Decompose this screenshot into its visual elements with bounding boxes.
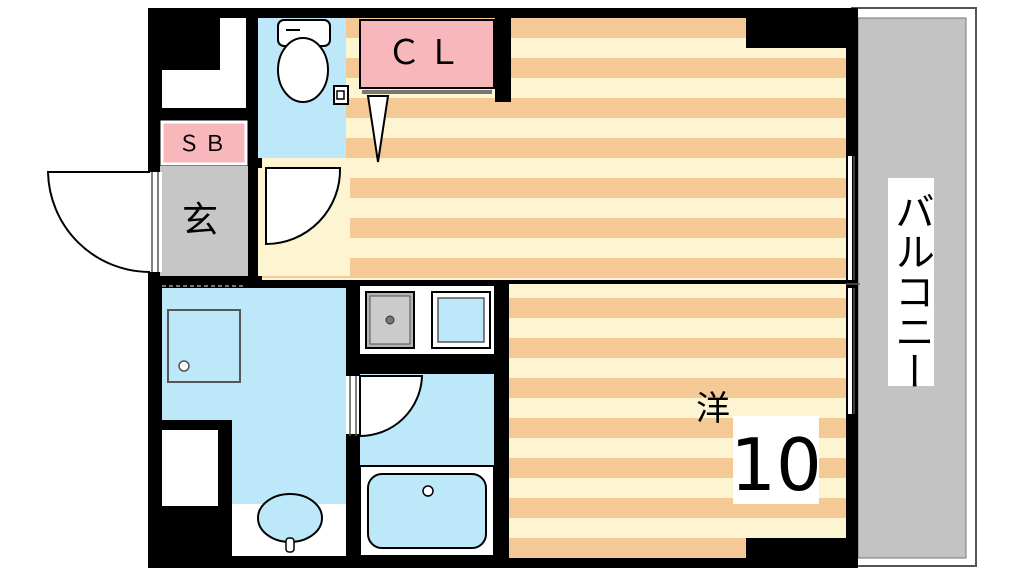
closet (359, 19, 495, 89)
shoe-box (160, 120, 248, 166)
floor-stripe (509, 298, 846, 318)
floor-stripe (262, 218, 846, 238)
floor-stripe (262, 58, 846, 78)
entrance-label: 玄 (182, 200, 218, 241)
wall-corner-top-right (746, 8, 850, 48)
shoe-box-label: ＳＢ (178, 132, 230, 157)
closet-label: ＣＬ (387, 33, 467, 73)
bathroom-door-swing (359, 375, 424, 438)
wall-corner-bottom-right (746, 538, 850, 568)
room-size-label: 10 (730, 423, 822, 507)
stove-icon (431, 291, 491, 349)
utility-space-notch (162, 18, 220, 70)
entrance-floor (160, 166, 248, 276)
toilet-icon (277, 19, 349, 105)
cl-partition (495, 18, 511, 102)
floor-stripe (262, 178, 846, 198)
floor-stripe (262, 98, 846, 118)
floor-stripe (262, 258, 846, 278)
washing-machine-pan-icon (167, 309, 241, 383)
balcony-label: バルコニー (888, 191, 934, 391)
balcony-label-box (888, 178, 934, 386)
floor-stripe (509, 378, 846, 398)
entrance-door-swing (46, 171, 151, 273)
washbasin-icon (257, 493, 323, 543)
entrance-door-gap (148, 172, 162, 272)
closet-door-arrow (366, 95, 390, 163)
floor-stripe (262, 138, 846, 158)
floor-stripe (509, 338, 846, 358)
bathroom-door-gap (346, 376, 360, 434)
room-type-label: 洋 (696, 389, 730, 429)
toilet-door-swing (265, 167, 342, 246)
room-size-box (733, 416, 819, 504)
washroom-storage-inner (162, 430, 218, 506)
sink-icon (365, 291, 415, 349)
